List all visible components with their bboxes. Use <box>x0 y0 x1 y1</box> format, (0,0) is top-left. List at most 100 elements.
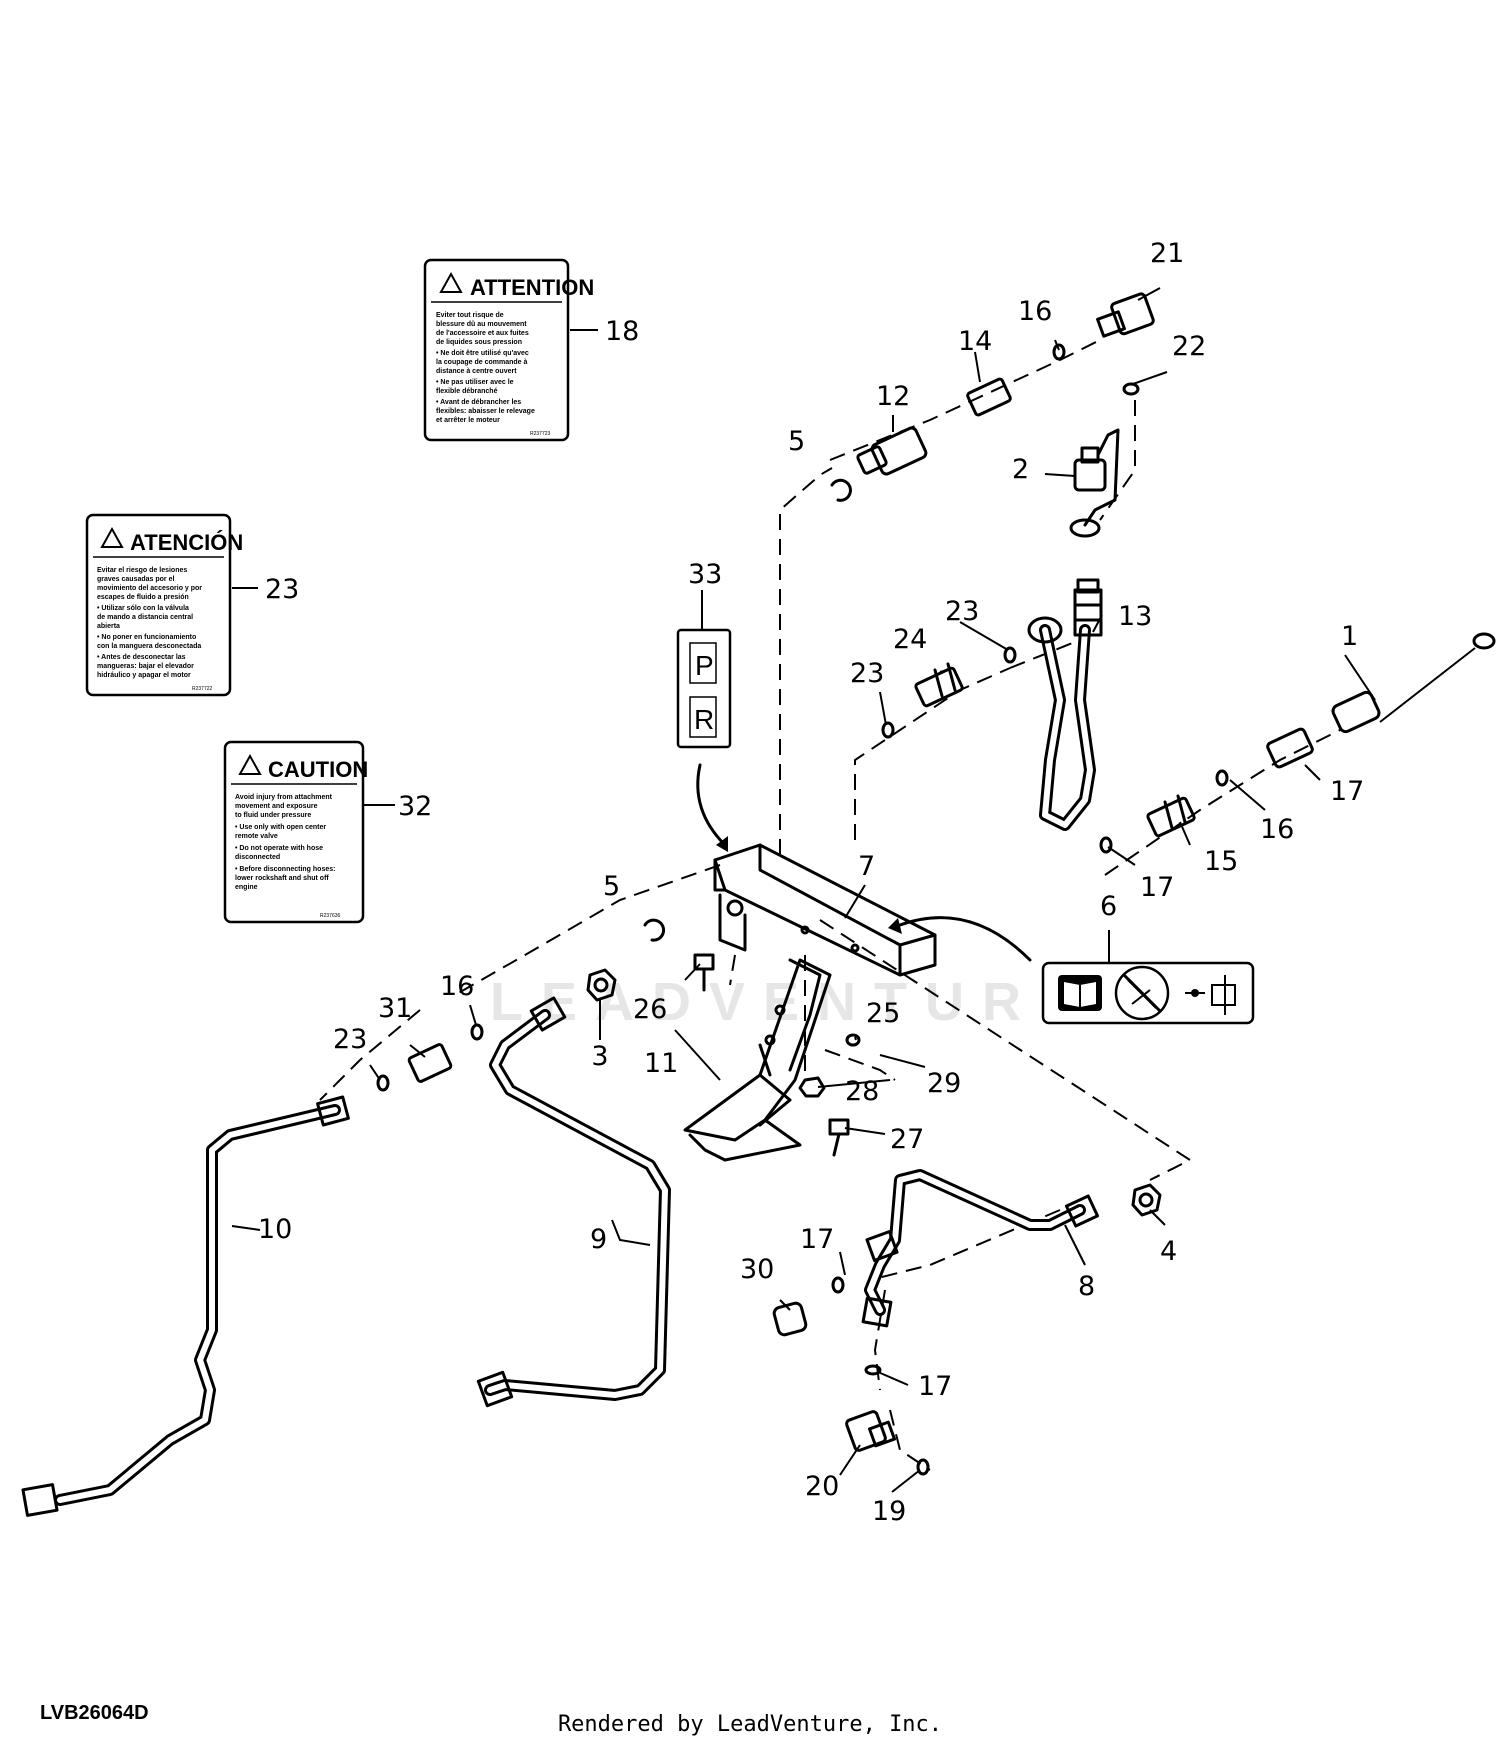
decal-caution-line: disconnected <box>235 854 280 861</box>
callout-18: 17 <box>1330 776 1364 807</box>
callout-32: 31 <box>378 993 412 1024</box>
decal-atencion-title: ATENCIÓN <box>130 530 243 555</box>
part-29-nut <box>798 1076 826 1098</box>
callout-22: 21 <box>1150 238 1184 269</box>
decal-atencion-line: hidráulico y apagar el motor <box>97 672 191 679</box>
decal-34-pr: P R <box>676 628 732 749</box>
callout-17: 17 <box>918 1371 952 1402</box>
decal-attention-line: Eviter tout risque de <box>436 312 504 319</box>
callout-17: 17 <box>800 1224 834 1255</box>
decal-attention-line: flexible débranché <box>436 388 498 395</box>
callout-34: 33 <box>688 559 722 590</box>
part-21-elbow <box>845 1410 896 1452</box>
callout-23: 23 <box>945 596 979 627</box>
callout-14: 14 <box>958 326 992 357</box>
callout-3: 3 <box>591 1041 608 1072</box>
part-12-coupler <box>856 426 928 476</box>
mounting-bracket-7 <box>713 843 937 977</box>
callout-16: 16 <box>1260 814 1294 845</box>
decal-caution-line: engine <box>235 884 258 891</box>
decal-atencion-line: mangueras: bajar el elevador <box>97 663 194 670</box>
decal-atencion-line: • Antes de desconectar las <box>97 654 186 661</box>
decal-atencion-line: Evitar el riesgo de lesiones <box>97 567 187 574</box>
part-4-nut <box>1131 1183 1162 1217</box>
decal-atencion: ATENCIÓN Evitar el riesgo de lesiones gr… <box>85 513 243 697</box>
decal-atencion-line: movimiento del accesorio y por <box>97 585 202 592</box>
assembly-lines <box>319 339 1341 1471</box>
part-18-coupler <box>1266 727 1314 769</box>
decal-atencion-line: de mando a distancia central <box>97 614 193 621</box>
decal-caution-line: lower rockshaft and shut off <box>235 875 329 882</box>
callout-9: 9 <box>590 1224 607 1255</box>
part-31-cap <box>772 1301 808 1337</box>
decal-atencion-line: • Utilizar sólo con la válvula <box>97 605 189 612</box>
decal-attention-line: de l'accessoire et aux fuites <box>436 330 529 337</box>
callout-13: 13 <box>1118 601 1152 632</box>
manual-book-icon <box>1058 975 1102 1011</box>
decal-atencion-line: • No poner en funcionamiento <box>97 634 196 641</box>
callout-5: 5 <box>788 426 805 457</box>
warning-triangle-icon <box>238 753 262 775</box>
decal-attention: ATTENTION Eviter tout risque de blessure… <box>423 258 594 442</box>
decal-atencion-line: abierta <box>97 623 120 630</box>
decal-caution-line: remote valve <box>235 833 278 840</box>
callout-labels: 1 2 3 4 5 5 6 7 8 9 10 11 12 13 14 15 16… <box>258 238 1364 1527</box>
hose-coupler-icon <box>1185 975 1236 1015</box>
decal-caution-code: R237636 <box>320 913 341 919</box>
no-pressure-icon <box>1114 965 1170 1021</box>
callout-5: 5 <box>603 871 620 902</box>
part-5-snap-ring <box>830 478 852 502</box>
tube-10 <box>21 1095 350 1517</box>
tube-8 <box>861 1169 1100 1328</box>
callout-25: 24 <box>893 624 927 655</box>
leader-lines <box>231 287 1376 1493</box>
tube-9 <box>476 996 671 1408</box>
callout-26: 25 <box>866 998 900 1029</box>
callout-15: 15 <box>1204 846 1238 877</box>
part-5-snap-ring <box>643 918 666 942</box>
decal-6-pictogram <box>1041 961 1255 1025</box>
decal-caution-line: • Use only with open center <box>235 824 326 831</box>
part-25-fitting <box>914 662 964 708</box>
figure-id: LVB26064D <box>40 1702 149 1724</box>
part-32-fitting <box>407 1043 453 1083</box>
callout-23: 23 <box>850 658 884 689</box>
callout-1: 1 <box>1341 621 1358 652</box>
decal-attention-line: • Ne doit être utilisé qu'avec <box>436 350 529 357</box>
decal-attention-line: blessure dû au mouvement <box>436 321 527 328</box>
callout-31: 30 <box>740 1254 774 1285</box>
part-3-nut <box>586 968 617 1002</box>
callout-23: 23 <box>333 1024 367 1055</box>
o-rings <box>376 343 1229 1476</box>
decal-attention-line: de liquides sous pression <box>436 339 522 346</box>
decal-attention-line: flexibles: abaisser le relevage <box>436 408 535 415</box>
decal-attention-title: ATTENTION <box>470 275 594 300</box>
decal-attention-code: R237723 <box>530 431 551 437</box>
callout-21: 20 <box>805 1471 839 1502</box>
decal-attention-line: distance à centre ouvert <box>436 368 517 375</box>
decal-letter-p: P <box>695 650 714 681</box>
warning-triangle-icon <box>100 526 124 548</box>
callout-12: 12 <box>876 381 910 412</box>
decal-caution-line: • Before disconnecting hoses: <box>235 866 335 873</box>
decal-letter-r: R <box>694 704 714 735</box>
decal-caution-title: CAUTION <box>268 757 368 782</box>
decal-attention-line: la coupage de commande à <box>436 359 528 366</box>
decal-caution: CAUTION Avoid injury from attachment mov… <box>223 740 368 924</box>
callout-7: 7 <box>858 851 875 882</box>
decal-attention-line: et arrêter le moteur <box>436 417 500 424</box>
part-28-bolt <box>828 1118 850 1157</box>
callout-16: 16 <box>440 971 474 1002</box>
decal-caution-line: Avoid injury from attachment <box>235 794 333 801</box>
decal-atencion-code: R237722 <box>192 686 213 692</box>
hose-holder-bracket-11 <box>683 958 832 1162</box>
callout-23: 22 <box>1172 331 1206 362</box>
callout-6: 6 <box>1100 891 1117 922</box>
callout-30: 29 <box>927 1068 961 1099</box>
callout-11: 11 <box>644 1048 678 1079</box>
hose-13 <box>1027 578 1103 831</box>
callout-27: 26 <box>633 994 667 1025</box>
part-22-elbow <box>1096 292 1155 338</box>
decal-atencion-line: escapes de fluido a presión <box>97 594 189 601</box>
part-27-bolt <box>693 953 715 992</box>
